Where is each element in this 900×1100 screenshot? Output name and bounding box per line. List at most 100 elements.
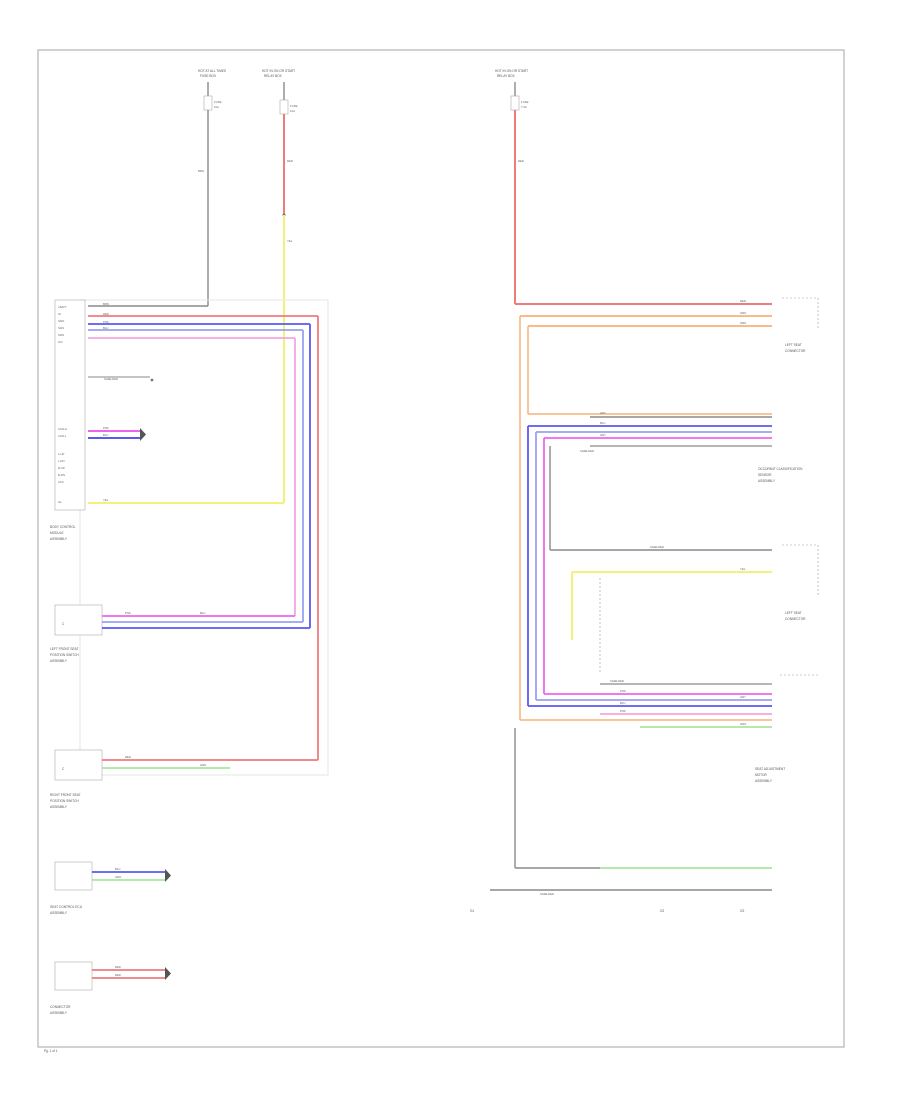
fuse-a-symbol <box>203 95 213 111</box>
conn-2-wire-4: SHIELDED <box>580 449 594 453</box>
block-d-label-2: ASSEMBLY <box>50 1011 68 1015</box>
block-c-body <box>54 861 93 891</box>
conn-3-wire-2: YEL <box>740 567 746 571</box>
conn-2-label-2: SENSOR <box>758 473 772 477</box>
ecu-shield-ground <box>150 378 154 382</box>
switch-a-label-2: POSITION SWITCH <box>50 653 79 657</box>
ecu-pin-5: SW2 <box>58 333 65 337</box>
ecu-pin-12: R-DN <box>58 473 65 477</box>
conn-2-wire-2: BLU <box>600 421 605 425</box>
ecu-pin-10: L-DN <box>58 459 65 463</box>
switch-b-wire-1: RED <box>125 755 131 759</box>
conn-1-wire-1: RED <box>740 299 746 303</box>
ground-row-left: G1 <box>470 909 474 913</box>
fuse-b-wire-bottom: YEL <box>287 239 293 243</box>
conn-3-label-1: LEFT SEAT <box>785 611 802 615</box>
ecu-pin-3: GND <box>58 319 64 323</box>
fuse-b-box: RELAY BOX <box>264 74 283 78</box>
fuse-c-symbol <box>510 95 520 111</box>
conn-4-wire-6: GRN <box>740 722 746 726</box>
fuse-c-box: RELAY BOX <box>497 74 516 78</box>
ground-row-text: SHIELDED <box>540 892 554 896</box>
fuse-a-title: HOT AT ALL TIMES <box>198 69 226 73</box>
conn-4-wire-4: GRY <box>740 695 746 699</box>
fuse-b-title: HOT IN ON OR START <box>262 69 295 73</box>
switch-a-symbol: C <box>62 622 65 626</box>
conn-2-label-3: ASSEMBLY <box>758 479 776 483</box>
ecu-body <box>54 299 86 511</box>
ecu-label-3: ASSEMBLY <box>50 537 68 541</box>
fuse-c-title: HOT IN ON OR START <box>495 69 528 73</box>
switch-b-label-2: POSITION SWITCH <box>50 799 79 803</box>
fuse-a-size: 10A <box>214 105 219 109</box>
fuse-b-symbol <box>279 99 289 115</box>
diagram-frame <box>37 49 845 1048</box>
block-d-body <box>54 961 93 991</box>
switch-a-body <box>54 604 103 636</box>
ecu-pin-6: LIN <box>58 340 62 344</box>
conn-4-wire-5: PNK <box>620 709 626 713</box>
switch-b-body <box>54 749 103 781</box>
fuse-c-wire: RED <box>518 159 524 163</box>
ground-row-right: G3 <box>740 909 744 913</box>
ecu-label-2: MODULE <box>50 531 64 535</box>
ecu-label-1: BODY CONTROL <box>50 525 76 529</box>
switch-a-wire-2: BLU <box>200 611 205 615</box>
conn-4-label-1: SEAT ADJUSTMENT <box>755 767 785 771</box>
conn-1-wire-3: ORN <box>740 321 746 325</box>
ecu-wire-label-1: BRN <box>103 302 109 306</box>
conn-4-wire-2: PNK <box>620 689 626 693</box>
fuse-c-name: FUSE <box>521 100 529 104</box>
conn-2-wire-3: GRY <box>600 433 606 437</box>
conn-2-wire-1: GRY <box>600 411 606 415</box>
fuse-b-name: FUSE <box>290 104 298 108</box>
conn-1-label-2: CONNECTOR <box>785 349 806 353</box>
ecu-wire-label-5: YEL <box>103 498 109 502</box>
page-number: Pg. 1 of 1 <box>44 1049 58 1053</box>
conn-4-wire-3: BLU <box>620 701 625 705</box>
block-c-label-1: SEAT CONTROL ECU <box>50 905 83 909</box>
ecu-pin-14: ILL <box>58 500 62 504</box>
ecu-can-label-2: BLU <box>103 433 108 437</box>
ecu-pin-labels: +BATT IG GND SW1 SW2 LIN CAN-H CAN-L L-U… <box>58 305 67 504</box>
ecu-wire-label-3: PNK <box>103 320 109 324</box>
block-c-wire-2: GRN <box>115 875 121 879</box>
ecu-wire-label-4: BLU <box>103 326 108 330</box>
block-d-label-1: CONNECTOR <box>50 1005 71 1009</box>
ecu-pin-2: IG <box>58 312 61 316</box>
ecu-pin-11: R-UP <box>58 466 65 470</box>
switch-a-label-1: LEFT FRONT SEAT <box>50 647 79 651</box>
conn-4-label-3: ASSEMBLY <box>755 779 773 783</box>
fuse-a-name: FUSE <box>214 100 222 104</box>
switch-b-wire-2: GRN <box>200 763 206 767</box>
conn-1-label-1: LEFT SEAT <box>785 343 802 347</box>
fuse-a-wire: BRN <box>198 169 204 173</box>
conn-2-label-1: OCCUPANT CLASSIFICATION <box>758 467 803 471</box>
conn-4-label-2: MOTOR <box>755 773 768 777</box>
ecu-shield-label: SHIELDED <box>104 377 118 381</box>
conn-3-wire-1: SHIELDED <box>650 545 664 549</box>
block-d-wire-2: RED <box>115 973 121 977</box>
block-c-label-2: ASSEMBLY <box>50 911 68 915</box>
switch-a-wire-1: PNK <box>125 611 131 615</box>
fuse-b-wire-top: RED <box>287 159 293 163</box>
ecu-pin-9: L-UP <box>58 452 65 456</box>
conn-1-wire-2: ORN <box>740 311 746 315</box>
conn-4-wire-1: SHIELDED <box>610 679 624 683</box>
conn-3-label-2: CONNECTOR <box>785 617 806 621</box>
switch-a-label-3: ASSEMBLY <box>50 659 68 663</box>
ecu-pin-4: SW1 <box>58 326 65 330</box>
switch-b-label-1: RIGHT FRONT SEAT <box>50 793 81 797</box>
left-harness-pane <box>79 299 329 776</box>
ground-row-mid: G2 <box>660 909 664 913</box>
ecu-wire-label-2: RED <box>103 312 109 316</box>
ecu-can-arrow <box>140 428 146 441</box>
ecu-pin-7: CAN-H <box>58 427 67 431</box>
ecu-pin-1: +BATT <box>58 305 67 309</box>
fuse-b-size: 10A <box>290 109 295 113</box>
block-d-arrow <box>165 967 171 980</box>
block-c-arrow <box>165 869 171 882</box>
switch-b-label-3: ASSEMBLY <box>50 805 68 809</box>
fuse-a-box: FUSE BOX <box>200 74 217 78</box>
